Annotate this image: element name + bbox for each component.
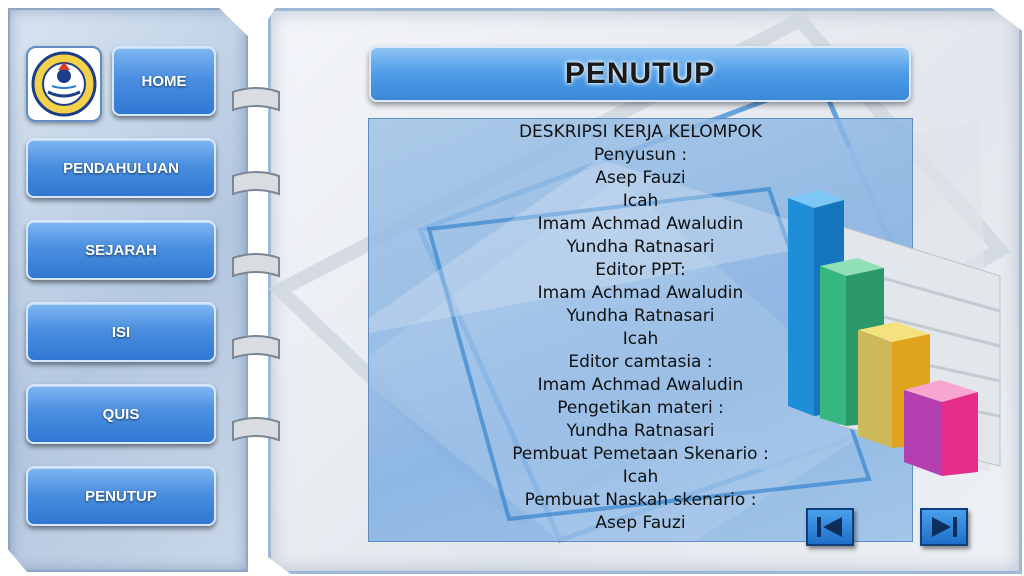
content-line: Imam Achmad Awaludin (537, 214, 744, 234)
content-line: Yundha Ratnasari (566, 421, 715, 441)
binder-ring-icon (232, 253, 280, 278)
content-line: Imam Achmad Awaludin (537, 375, 744, 395)
content-line: Editor PPT: (595, 260, 686, 280)
skip-to-start-icon (817, 517, 842, 537)
content-background-graphic (369, 159, 889, 541)
content-line: Pengetikan materi : (557, 398, 724, 418)
credits-text: DESKRIPSI KERJA KELOMPOK Penyusun : Asep… (369, 121, 912, 535)
next-slide-button[interactable] (920, 508, 968, 546)
content-line: Penyusun : (593, 145, 688, 165)
content-line: Asep Fauzi (595, 513, 686, 533)
nav-sejarah-button[interactable]: SEJARAH (26, 220, 216, 280)
binder-ring-icon (232, 417, 280, 442)
content-line: Icah (622, 329, 659, 349)
nav-isi-button[interactable]: ISI (26, 302, 216, 362)
content-box: DESKRIPSI KERJA KELOMPOK Penyusun : Asep… (368, 118, 913, 542)
bar-chart-graphic (788, 190, 1001, 476)
nav-penutup-button[interactable]: PENUTUP (26, 466, 216, 526)
binder-ring-icon (232, 171, 280, 196)
skip-to-end-icon (932, 517, 957, 537)
content-line: Pembuat Pemetaan Skenario : (512, 444, 769, 464)
content-line: Pembuat Naskah skenario : (524, 490, 757, 510)
previous-slide-button[interactable] (806, 508, 854, 546)
content-line: Editor camtasia : (568, 352, 713, 372)
content-line: Asep Fauzi (595, 168, 686, 188)
university-logo-icon (26, 46, 102, 122)
slide-title: PENUTUP (564, 57, 716, 90)
nav-pendahuluan-button[interactable]: PENDAHULUAN (26, 138, 216, 198)
content-line: DESKRIPSI KERJA KELOMPOK (518, 122, 763, 142)
nav-quis-button[interactable]: QUIS (26, 384, 216, 444)
binder-ring-icon (232, 335, 280, 360)
binder-ring-icon (232, 87, 280, 112)
content-line: Icah (622, 191, 659, 211)
content-line: Yundha Ratnasari (566, 306, 715, 326)
nav-home-button[interactable]: HOME (112, 46, 216, 116)
content-line: Imam Achmad Awaludin (537, 283, 744, 303)
slide-title-bar: PENUTUP (369, 46, 911, 102)
content-line: Icah (622, 467, 659, 487)
content-line: Yundha Ratnasari (566, 237, 715, 257)
